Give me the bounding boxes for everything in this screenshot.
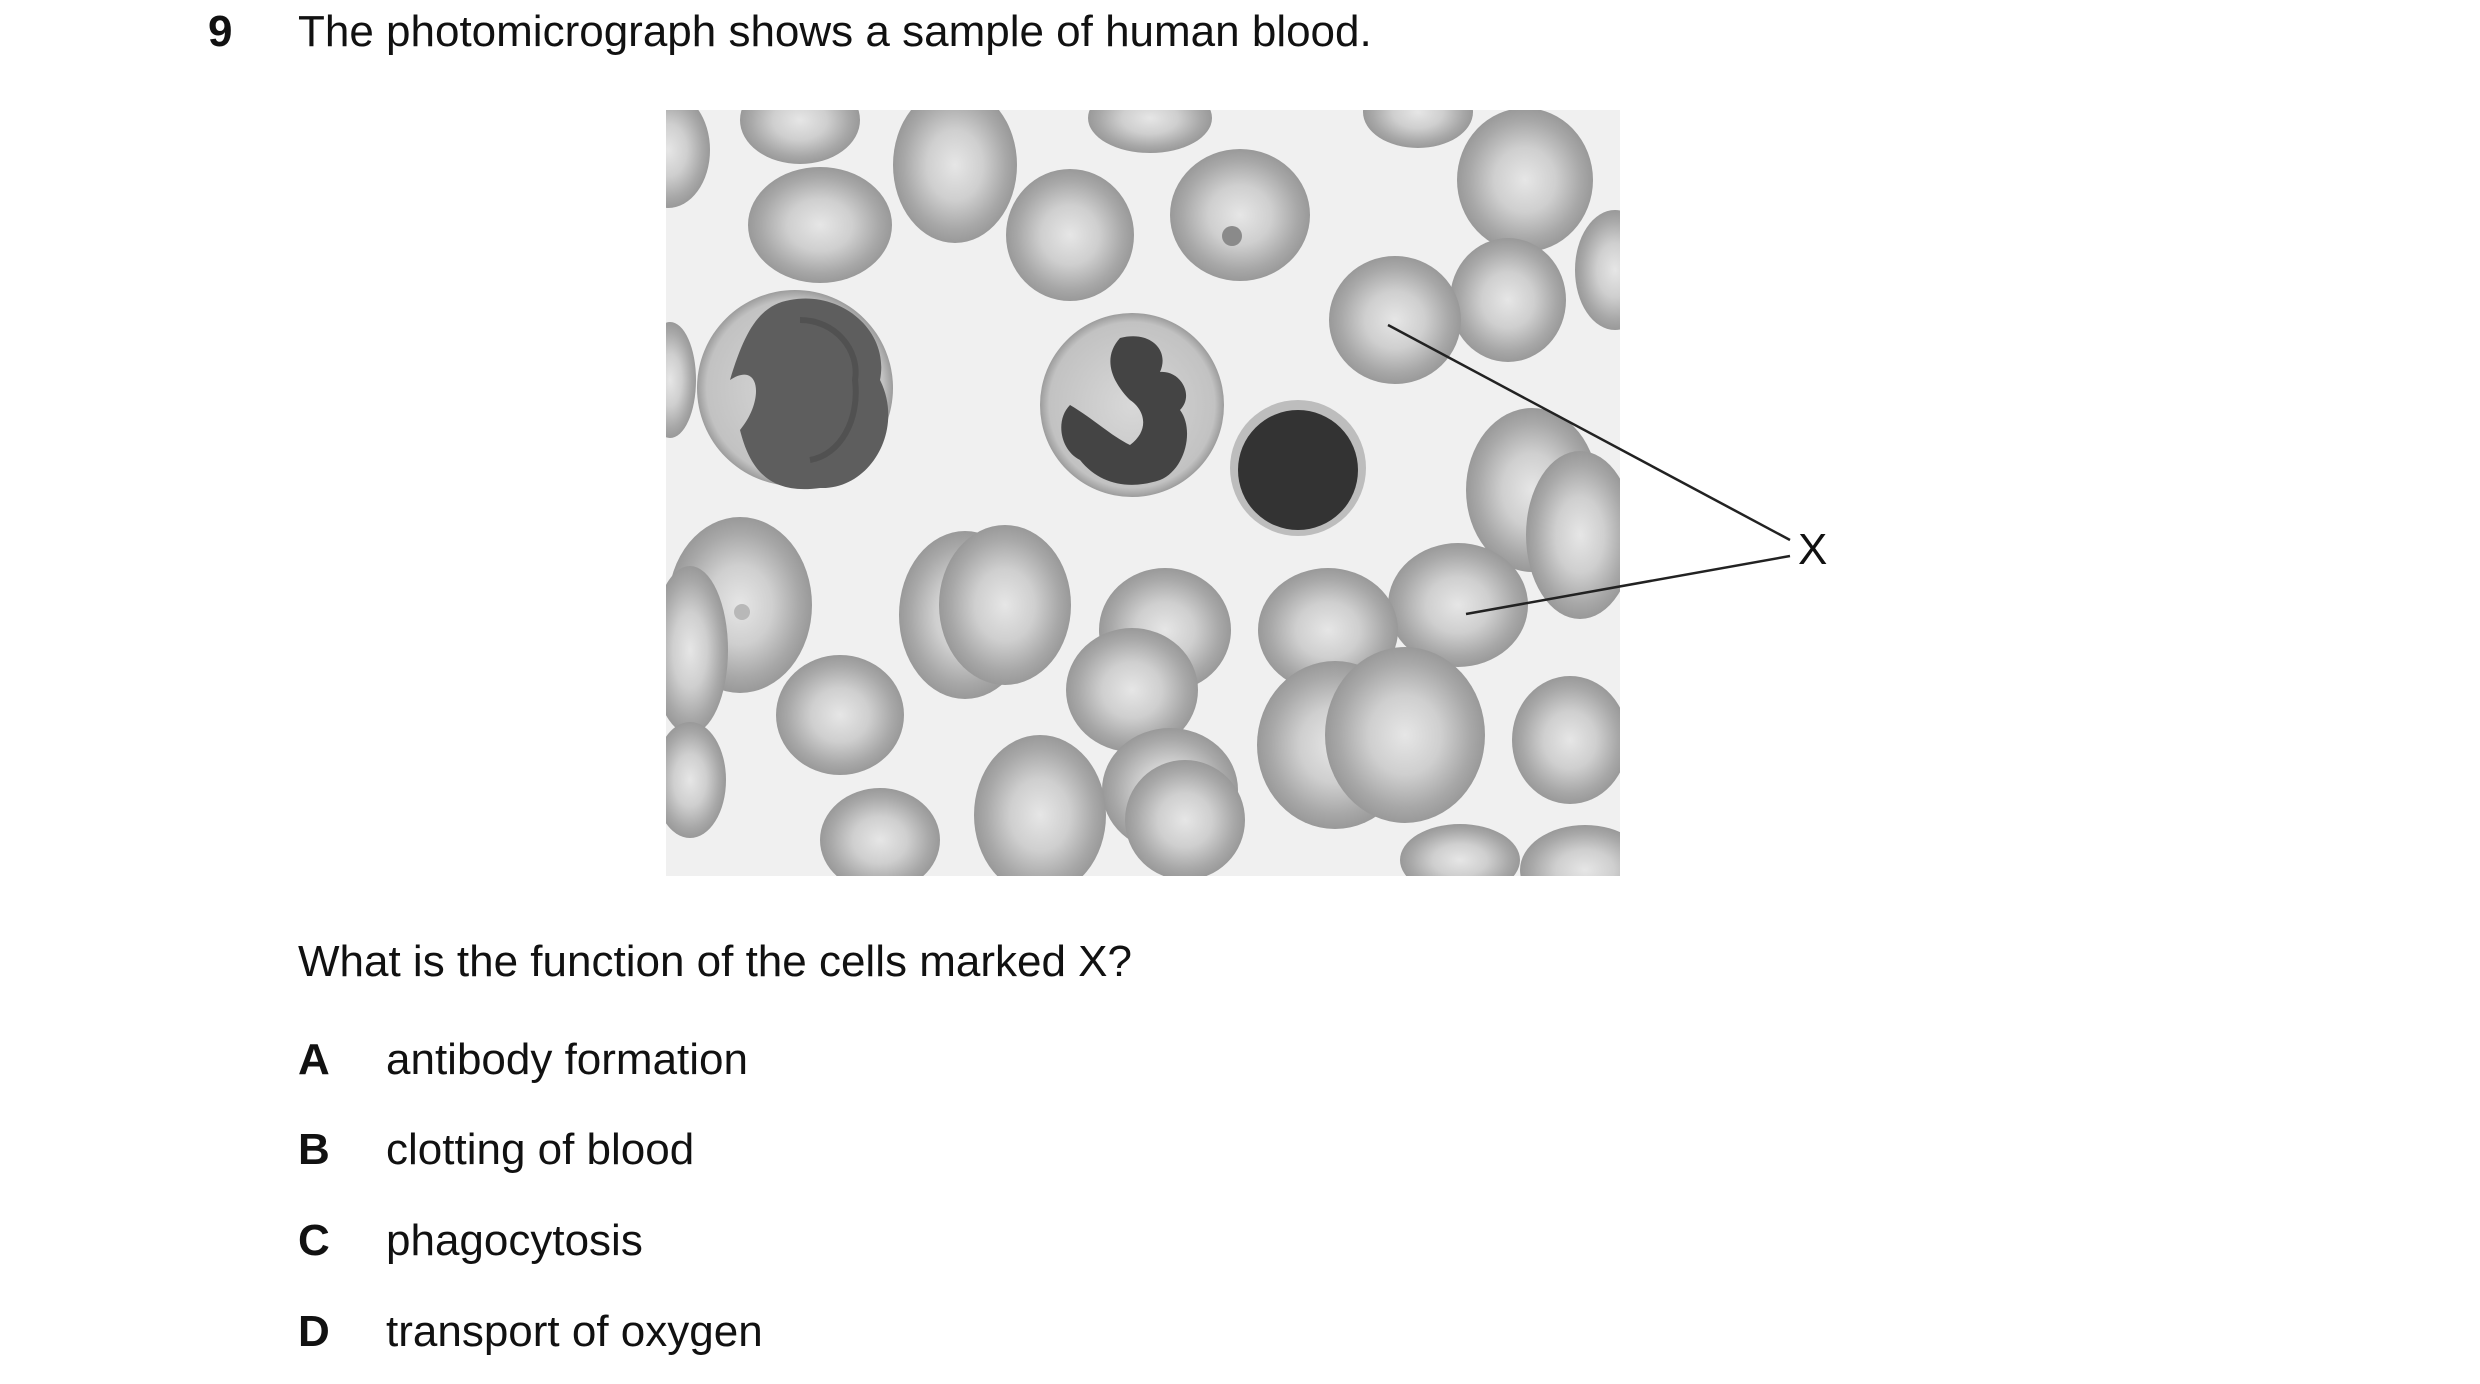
option-letter: D [298,1307,330,1356]
option-letter: B [298,1125,330,1174]
option-letter: A [298,1035,330,1084]
question-number: 9 [208,7,233,56]
white-blood-cells [697,290,1366,536]
question-prompt: What is the function of the cells marked… [298,937,1132,986]
question-stem: The photomicrograph shows a sample of hu… [298,7,1372,56]
label-x: X [1798,525,1827,574]
option-text: antibody formation [386,1035,748,1084]
option-text: transport of oxygen [386,1307,763,1356]
option-letter: C [298,1216,330,1265]
red-blood-cells [666,110,1620,876]
option-text: clotting of blood [386,1125,695,1174]
leader-line-lower [1465,554,1791,616]
leader-line-upper [1387,323,1791,542]
option-text: phagocytosis [386,1216,643,1265]
